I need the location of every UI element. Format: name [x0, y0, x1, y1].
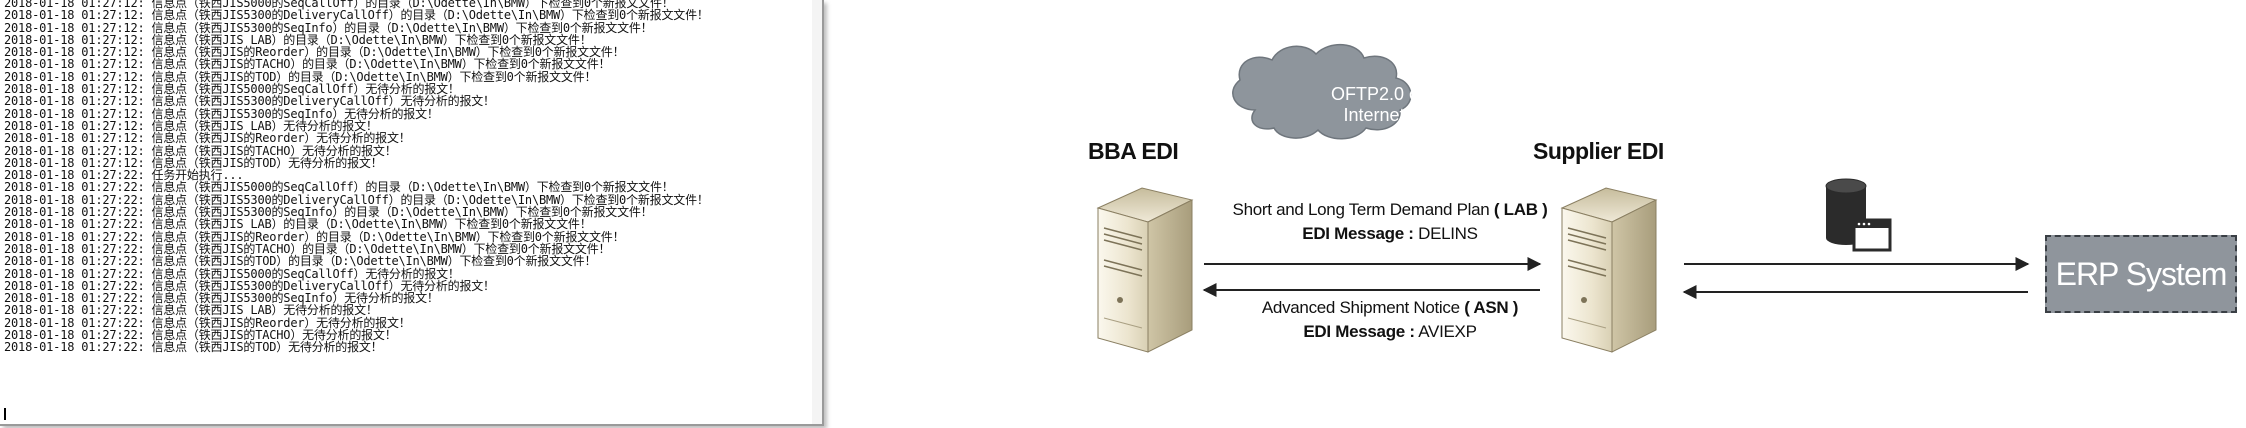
- log-line: 2018-01-18 01:27:22: 信息点（铁西JIS5000的SeqCa…: [4, 266, 460, 281]
- log-line: 2018-01-18 01:27:22: 信息点（铁西JIS LAB）的目录（D…: [4, 217, 592, 232]
- aviexp-message-key: EDI Message :: [1303, 322, 1415, 341]
- log-line: 2018-01-18 01:27:22: 信息点（铁西JIS的Reorder）的…: [4, 229, 625, 244]
- asn-text: Advanced Shipment Notice: [1261, 298, 1460, 317]
- demand-plan-text: Short and Long Term Demand Plan: [1232, 200, 1490, 219]
- log-line: 2018-01-18 01:27:12: 信息点（铁西JIS的TOD）无待分析的…: [4, 155, 383, 170]
- log-line: 2018-01-18 01:27:22: 信息点（铁西JIS5300的SeqIn…: [4, 205, 653, 220]
- log-line: 2018-01-18 01:27:22: 信息点（铁西JIS的Reorder）无…: [4, 315, 411, 330]
- log-lines-list: 2018-01-18 01:27:12: 信息点（铁西JIS5000的SeqCa…: [4, 0, 822, 354]
- erp-system-box: ERP System: [2045, 235, 2237, 313]
- log-line: 2018-01-18 01:27:12: 信息点（铁西JIS的TACHO）的目录…: [4, 57, 611, 72]
- supplier-server-icon: [1560, 187, 1658, 353]
- aviexp-message-label: EDI Message : AVIEXP: [1220, 322, 1560, 342]
- log-line: 2018-01-18 01:27:22: 信息点（铁西JIS的TOD）无待分析的…: [4, 340, 383, 355]
- text-cursor: [4, 408, 6, 420]
- log-line: 2018-01-18 01:27:12: 信息点（铁西JIS5300的Deliv…: [4, 8, 709, 23]
- log-line: 2018-01-18 01:27:12: 信息点（铁西JIS的Reorder）无…: [4, 131, 411, 146]
- log-line: 2018-01-18 01:27:22: 信息点（铁西JIS的TACHO）无待分…: [4, 328, 397, 343]
- bba-edi-title: BBA EDI: [1088, 138, 1179, 164]
- delins-message-label: EDI Message : DELINS: [1220, 224, 1560, 244]
- log-line: 2018-01-18 01:27:12: 信息点（铁西JIS LAB）无待分析的…: [4, 118, 378, 133]
- cloud-label: OFTP2.0 on Internet *: [1290, 84, 1470, 126]
- log-window: 2018-01-18 01:27:12: 信息点（铁西JIS5000的SeqCa…: [0, 0, 824, 426]
- cloud-label-line2: Internet *: [1343, 105, 1417, 125]
- log-line: 2018-01-18 01:27:12: 信息点（铁西JIS LAB）的目录（D…: [4, 32, 592, 47]
- cloud-label-line1: OFTP2.0 on: [1330, 84, 1430, 104]
- bba-server-icon: [1096, 187, 1194, 353]
- log-line: 2018-01-18 01:27:22: 信息点（铁西JIS的TACHO）的目录…: [4, 241, 611, 256]
- asn-label: Advanced Shipment Notice ( ASN ): [1220, 298, 1560, 318]
- asn-code: ( ASN ): [1464, 298, 1519, 317]
- log-line: 2018-01-18 01:27:12: 信息点（铁西JIS的TACHO）无待分…: [4, 143, 397, 158]
- demand-plan-label: Short and Long Term Demand Plan ( LAB ): [1220, 200, 1560, 220]
- cloud-icon: [1232, 43, 1412, 140]
- log-scrollbar[interactable]: [812, 0, 822, 424]
- demand-plan-code: ( LAB ): [1493, 200, 1548, 219]
- log-line: 2018-01-18 01:27:22: 信息点（铁西JIS LAB）无待分析的…: [4, 303, 378, 318]
- edi-diagram: OFTP2.0 on Internet * BBA EDI Supplier E…: [1040, 0, 2246, 428]
- log-line: 2018-01-18 01:27:22: 信息点（铁西JIS5300的Deliv…: [4, 192, 709, 207]
- log-line: 2018-01-18 01:27:22: 信息点（铁西JIS5000的SeqCa…: [4, 180, 674, 195]
- diagram-graphics: [1096, 43, 2030, 353]
- erp-system-label: ERP System: [2055, 255, 2228, 292]
- log-line: 2018-01-18 01:27:22: 信息点（铁西JIS的TOD）的目录（D…: [4, 254, 597, 269]
- log-line: 2018-01-18 01:27:12: 信息点（铁西JIS5000的SeqCa…: [4, 0, 674, 10]
- delins-message-value: DELINS: [1418, 224, 1478, 243]
- log-line: 2018-01-18 01:27:12: 信息点（铁西JIS5300的Deliv…: [4, 94, 495, 109]
- log-line: 2018-01-18 01:27:22: 信息点（铁西JIS5300的Deliv…: [4, 278, 495, 293]
- log-line: 2018-01-18 01:27:12: 信息点（铁西JIS5000的SeqCa…: [4, 82, 460, 97]
- log-line: 2018-01-18 01:27:12: 信息点（铁西JIS5300的SeqIn…: [4, 106, 439, 121]
- log-line: 2018-01-18 01:27:12: 信息点（铁西JIS的Reorder）的…: [4, 45, 625, 60]
- delins-message-key: EDI Message :: [1302, 224, 1414, 243]
- log-line: 2018-01-18 01:27:22: 信息点（铁西JIS5300的SeqIn…: [4, 291, 439, 306]
- window-icon: [1852, 218, 1892, 252]
- aviexp-message-value: AVIEXP: [1418, 322, 1477, 341]
- supplier-edi-title: Supplier EDI: [1533, 138, 1664, 164]
- log-line: 2018-01-18 01:27:22: 任务开始执行...: [4, 168, 244, 183]
- log-line: 2018-01-18 01:27:12: 信息点（铁西JIS5300的SeqIn…: [4, 20, 653, 35]
- log-line: 2018-01-18 01:27:12: 信息点（铁西JIS的TOD）的目录（D…: [4, 69, 597, 84]
